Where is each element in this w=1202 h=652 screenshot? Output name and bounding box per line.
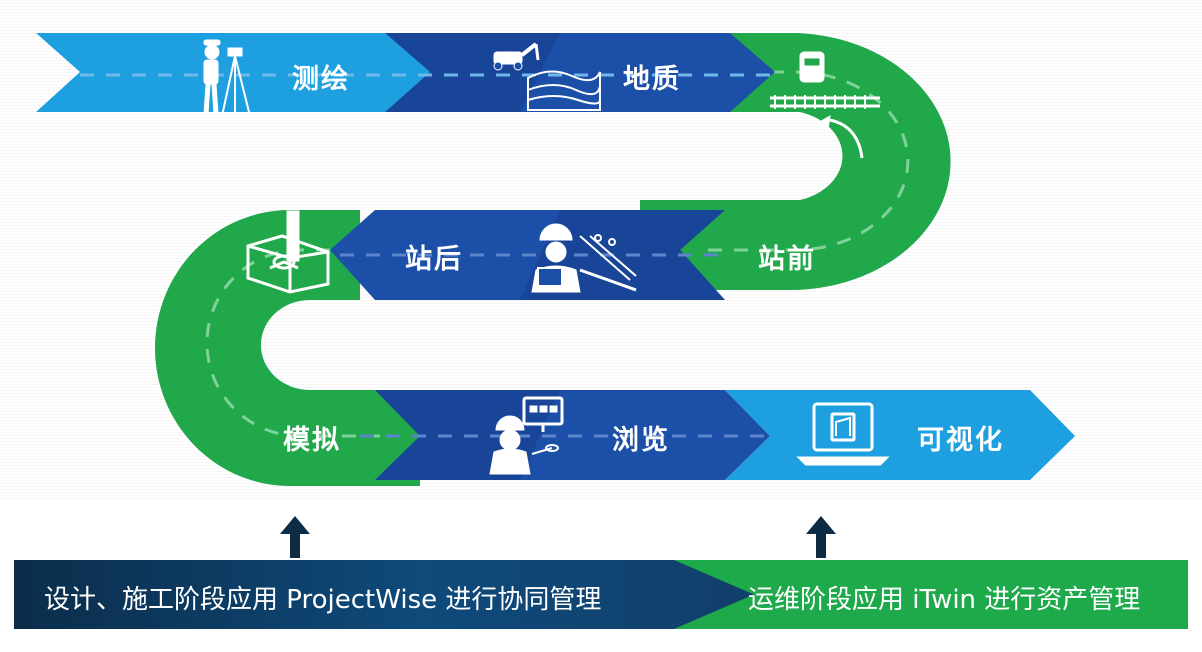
excavator-geology-icon bbox=[493, 42, 602, 111]
up-arrow-right-icon bbox=[806, 516, 836, 558]
bottom-design-text: 设计、施工阶段应用 ProjectWise 进行协同管理 bbox=[44, 585, 602, 615]
stage-station-back-label: 站后 bbox=[405, 244, 463, 275]
process-road bbox=[36, 33, 1075, 486]
bottom-banner-design bbox=[14, 560, 754, 629]
stage-survey-label: 测绘 bbox=[292, 64, 350, 95]
stage-browse-label: 浏览 bbox=[612, 425, 670, 456]
box-scan-icon bbox=[246, 210, 330, 294]
up-arrow-left-icon bbox=[280, 516, 310, 558]
right-curve-dash bbox=[700, 70, 910, 252]
user-screen-icon bbox=[489, 396, 564, 475]
bottom-operations-text: 运维阶段应用 iTwin 进行资产管理 bbox=[748, 585, 1141, 615]
engineer-computer-icon bbox=[531, 223, 637, 293]
stage-station-front-label: 站前 bbox=[758, 244, 816, 275]
railway-track-icon bbox=[770, 51, 880, 159]
stage-simulate-label: 模拟 bbox=[283, 425, 341, 456]
laptop-building-icon bbox=[796, 402, 890, 466]
stage-visualize-label: 可视化 bbox=[917, 425, 1004, 456]
band-survey bbox=[36, 33, 430, 112]
stage-geology-label: 地质 bbox=[623, 64, 681, 95]
band-visualize bbox=[725, 390, 1075, 480]
surveyor-icon bbox=[203, 39, 251, 117]
left-curve-band bbox=[155, 210, 420, 486]
